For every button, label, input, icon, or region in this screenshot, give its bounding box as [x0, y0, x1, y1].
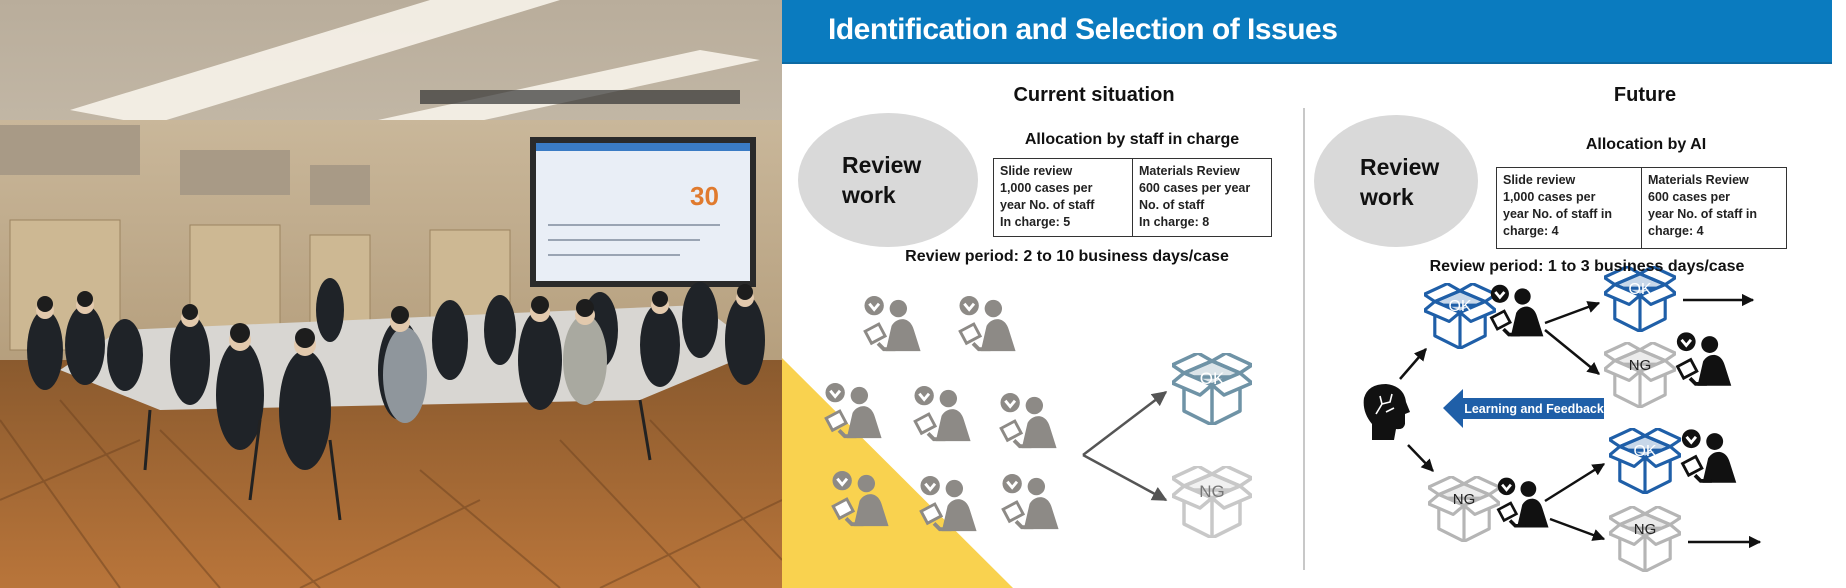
arrow-to-ok — [1082, 391, 1168, 456]
ellipse-line: work — [1360, 184, 1414, 210]
ok-box-icon — [1424, 283, 1496, 349]
ai-brain-head-icon — [1363, 384, 1410, 440]
ng-box-icon — [1428, 476, 1500, 542]
staff-reviewer-icon — [1000, 473, 1061, 531]
allocation-heading-current: Allocation by staff in charge — [1024, 131, 1240, 148]
ok-box-icon — [1172, 353, 1252, 425]
review-period-current: Review period: 2 to 10 business days/cas… — [905, 248, 1229, 265]
staff-reviewer-icon — [998, 392, 1059, 450]
ellipse-line: Review — [842, 152, 922, 178]
arrow — [1544, 329, 1600, 375]
future-heading: Future — [1613, 84, 1677, 106]
ok-label: OK — [1633, 443, 1656, 460]
current-situation-heading: Current situation — [1013, 84, 1175, 106]
learning-feedback-label: Learning and Feedback — [1464, 402, 1604, 416]
arrow-ai-to-ok — [1399, 348, 1427, 380]
ok-box-icon — [1604, 266, 1676, 332]
ng-label: NG — [1453, 491, 1476, 508]
arrow — [1544, 462, 1606, 503]
reviewer-icon — [1489, 283, 1546, 339]
allocation-heading-future: Allocation by AI — [1585, 136, 1707, 153]
staff-reviewer-icon — [957, 295, 1018, 353]
ellipse-line: work — [842, 182, 896, 208]
yellow-accent-triangle — [782, 358, 1013, 588]
ellipse-line: Review — [1360, 154, 1440, 180]
review-work-label-future: Review work — [1360, 152, 1439, 212]
arrow-ai-to-ng — [1407, 444, 1434, 472]
staff-reviewer-icon — [912, 385, 973, 443]
review-work-label-current: Review work — [842, 150, 921, 210]
ok-label: OK — [1448, 298, 1471, 315]
staff-reviewer-icon — [918, 475, 979, 533]
ng-box-icon — [1172, 466, 1252, 538]
arrow — [1544, 301, 1601, 325]
review-work-ellipse-future — [1314, 115, 1478, 247]
arrow-to-ng — [1082, 453, 1168, 502]
slide-title: Identification and Selection of Issues — [828, 13, 1338, 46]
projector-screen — [536, 143, 750, 281]
slide-title-bar: Identification and Selection of Issues — [782, 0, 1832, 64]
ng-box-icon — [1604, 342, 1676, 408]
arrow — [1549, 517, 1606, 541]
staff-reviewer-icon — [862, 295, 923, 353]
learning-feedback-arrow: Learning and Feedback — [1443, 389, 1604, 428]
ng-label: NG — [1199, 482, 1225, 501]
ok-label: OK — [1200, 369, 1225, 388]
meeting-room-photo: 30 — [0, 0, 782, 588]
ng-box-icon — [1609, 506, 1681, 572]
reviewer-icon — [1675, 331, 1734, 388]
reviewer-icon — [1496, 476, 1551, 530]
ok-label: OK — [1628, 281, 1651, 298]
review-period-future: Review period: 1 to 3 business days/case — [1429, 258, 1745, 275]
screen-number: 30 — [690, 181, 719, 211]
reviewer-icon — [1680, 428, 1739, 485]
ng-label: NG — [1629, 357, 1652, 374]
ok-box-icon — [1609, 428, 1681, 494]
ng-label: NG — [1634, 521, 1657, 538]
review-work-ellipse-current — [798, 113, 978, 247]
